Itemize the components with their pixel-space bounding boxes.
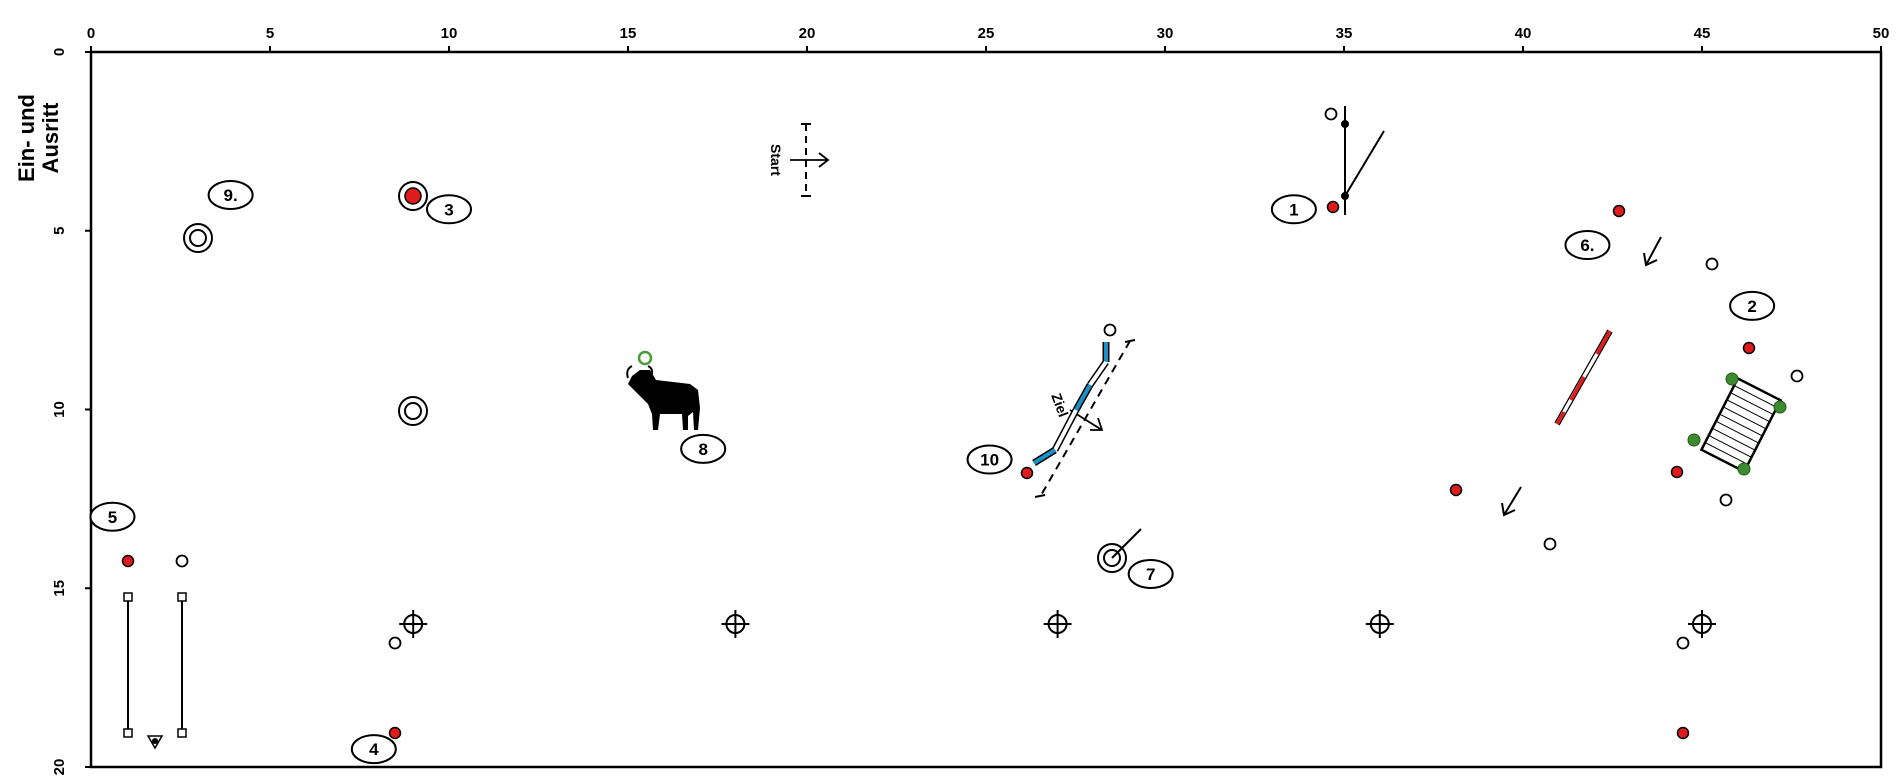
y-tick-label: 0 xyxy=(51,48,68,56)
obstacle-number-8: 8 xyxy=(680,433,727,464)
x-tick-label: 0 xyxy=(87,25,95,42)
x-tick-label: 15 xyxy=(620,25,637,42)
bottom-right-markers xyxy=(1676,636,1690,740)
x-tick-label: 35 xyxy=(1336,25,1353,42)
obstacle-number-text: 5 xyxy=(108,508,117,527)
obstacle-number-text: 1 xyxy=(1289,200,1298,219)
obstacle-number-text: 6. xyxy=(1580,236,1594,255)
obstacle-number-1: 1 xyxy=(1270,194,1317,225)
y-tick-label: 5 xyxy=(51,227,68,235)
obstacle-10-poles xyxy=(1020,323,1117,480)
arena-frame xyxy=(89,50,1883,769)
obstacle-6-markers xyxy=(1612,204,1719,271)
obstacle-number-7: 7 xyxy=(1127,558,1174,589)
obstacle-5-uprights xyxy=(121,554,189,750)
obstacle-number-text: 3 xyxy=(444,200,453,219)
x-tick-label: 40 xyxy=(1515,25,1532,42)
obstacle-number-text: 2 xyxy=(1747,297,1756,316)
obstacle-1-gate xyxy=(1324,106,1385,215)
obstacle-number-2: 2 xyxy=(1729,290,1776,321)
entry-exit-label: Ein- und Ausritt xyxy=(14,94,63,182)
bull-icon xyxy=(626,350,700,430)
x-tick-label: 50 xyxy=(1873,25,1890,42)
obstacle-number-labels: 1 2 3 4 5 6. 7 8 9. 10 xyxy=(89,180,1776,765)
crosshair-markers xyxy=(399,610,1716,638)
finish-line: Ziel xyxy=(1034,339,1136,498)
x-tick-label: 5 xyxy=(266,25,274,42)
x-axis-ticks: 0 5 10 15 20 25 30 35 40 45 50 xyxy=(87,25,1890,52)
start-line: Start xyxy=(768,123,830,197)
crosshair-icon xyxy=(1688,610,1716,638)
start-label: Start xyxy=(768,144,784,176)
obstacle-number-10: 10 xyxy=(966,444,1013,475)
obstacle-number-text: 4 xyxy=(369,740,379,759)
obstacle-number-text: 10 xyxy=(980,451,999,470)
obstacle-2-bridge xyxy=(1670,341,1804,507)
x-tick-label: 30 xyxy=(1157,25,1174,42)
crosshair-icon xyxy=(721,610,750,638)
y-tick-label: 15 xyxy=(51,580,68,597)
crosshair-icon xyxy=(1043,610,1072,638)
y-tick-label: 10 xyxy=(51,401,68,418)
obstacle-3-ring xyxy=(398,181,428,211)
obstacle-number-4: 4 xyxy=(350,734,397,765)
x-tick-label: 45 xyxy=(1694,25,1711,42)
entry-exit-label-line1: Ein- und xyxy=(14,94,39,182)
crosshair-icon xyxy=(399,610,428,638)
entry-exit-label-line2: Ausritt xyxy=(38,102,63,174)
y-tick-label: 20 xyxy=(51,759,68,776)
x-tick-label: 25 xyxy=(978,25,995,42)
x-tick-label: 20 xyxy=(799,25,816,42)
obstacle-number-5: 5 xyxy=(89,501,136,532)
center-ring xyxy=(398,396,428,426)
obstacle-number-3: 3 xyxy=(426,194,472,225)
obstacle-number-6: 6. xyxy=(1564,230,1611,261)
obstacle-number-9: 9. xyxy=(207,180,254,210)
obstacle-number-text: 8 xyxy=(698,440,707,459)
obstacle-4-markers xyxy=(388,636,402,740)
obstacle-9-ring xyxy=(183,223,213,253)
y-axis-ticks: 0 5 10 15 20 xyxy=(51,48,91,776)
obstacle-number-text: 7 xyxy=(1146,565,1155,584)
obstacle-number-text: 9. xyxy=(224,186,238,205)
obstacle-7-ring xyxy=(1097,528,1142,573)
lower-right-markers xyxy=(1449,483,1557,551)
finish-label: Ziel xyxy=(1048,391,1071,419)
x-tick-label: 10 xyxy=(441,25,458,42)
crosshair-icon xyxy=(1365,610,1394,638)
striped-pole xyxy=(1554,329,1613,426)
